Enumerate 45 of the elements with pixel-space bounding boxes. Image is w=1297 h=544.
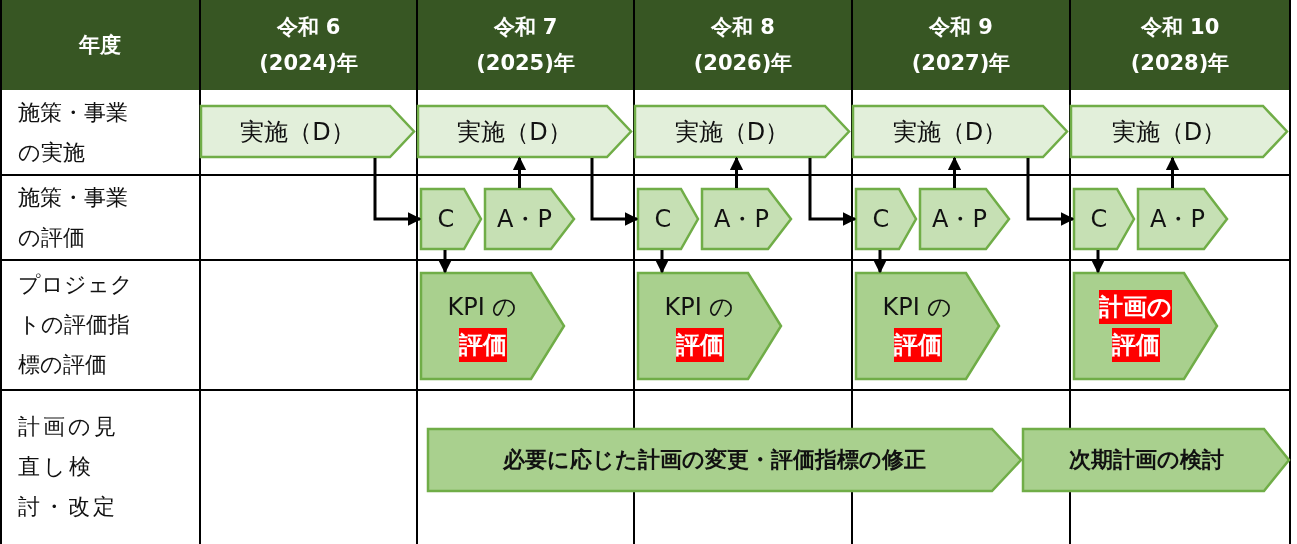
step-label: 次期計画の検討: [1068, 446, 1224, 474]
step-label: C: [872, 204, 890, 235]
column-header: 令和 7 (2025)年: [475, 14, 576, 77]
step-label: C: [437, 204, 455, 235]
step-label: A・P: [932, 204, 987, 235]
row-header: プロジェクトの評価指標の評価: [18, 271, 134, 379]
step-label: C: [1090, 204, 1108, 235]
step-label: 評価: [458, 326, 507, 364]
step-label: KPI の: [882, 292, 953, 323]
arrow: [1026, 158, 1075, 226]
row-header: 施策・事業の評価: [18, 183, 129, 252]
step-label: 評価: [675, 326, 724, 364]
column-header: 令和 9 (2027)年: [910, 14, 1012, 77]
step-label: KPI の: [447, 292, 518, 323]
arrow: [947, 156, 962, 188]
arrow: [512, 156, 527, 188]
step-label: 必要に応じた計画の変更・評価指標の修正: [503, 446, 926, 474]
arrow: [1091, 250, 1105, 274]
step-label: 評価: [893, 326, 942, 364]
step-label: A・P: [714, 204, 769, 235]
arrow: [808, 158, 857, 226]
arrow: [873, 250, 887, 274]
step-label: 計画の: [1099, 288, 1172, 326]
step-label: A・P: [1150, 204, 1205, 235]
arrow: [729, 156, 744, 188]
arrow: [590, 158, 639, 226]
column-header: 令和 10 (2028)年: [1129, 14, 1231, 77]
arrow: [438, 250, 452, 274]
column-header: 年度: [79, 32, 121, 59]
step-label: 実施（D）: [674, 116, 790, 148]
row-header: 計画の見直し検討・改定: [18, 413, 120, 521]
column-header: 令和 8 (2026)年: [692, 14, 794, 77]
step-label: 評価: [1111, 326, 1160, 364]
row-header: 施策・事業の実施: [18, 98, 129, 167]
arrow: [655, 250, 669, 274]
arrow: [373, 158, 422, 226]
arrow: [1165, 156, 1180, 188]
step-label: 実施（D）: [1111, 116, 1227, 148]
step-label: C: [654, 204, 672, 235]
step-label: 実施（D）: [240, 116, 355, 148]
step-label: A・P: [497, 204, 552, 235]
column-header: 令和 6 (2024)年: [258, 14, 359, 77]
step-label: KPI の: [664, 292, 735, 323]
step-label: 実施（D）: [892, 116, 1008, 148]
step-label: 実施（D）: [457, 116, 572, 148]
